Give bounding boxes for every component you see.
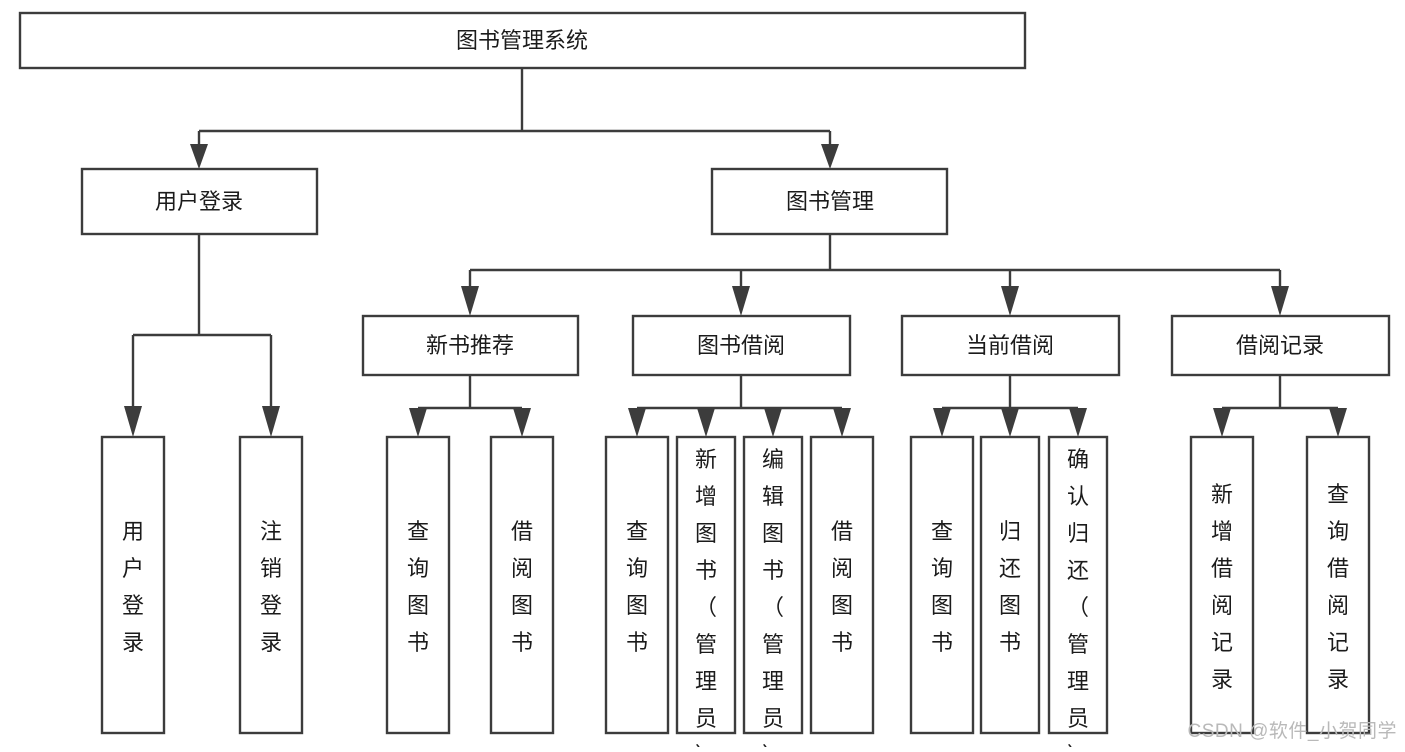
arrowhead-to-new-book-recommend [461, 286, 479, 316]
leaf-borrow-book-1-box[interactable] [489, 435, 555, 735]
arrowhead-to-current-borrow [1001, 286, 1019, 316]
node-new-book-recommend[interactable]: 新书推荐 [361, 314, 580, 377]
leaf-add-borrow-record-label: 新增借阅记录 [1211, 482, 1233, 692]
leaf-logout-login-box[interactable] [238, 435, 304, 735]
arrowhead-leaf-logout-login [262, 406, 280, 437]
leaf-query-book-3[interactable]: 查询图书 [909, 435, 975, 735]
leaf-logout-login[interactable]: 注销登录 [238, 435, 304, 735]
node-user-login[interactable]: 用户登录 [80, 167, 319, 236]
arrowhead-leaf-borrow-book-1 [513, 408, 531, 437]
leaf-borrow-book-1-label: 借阅图书 [511, 519, 533, 655]
leaf-add-book-admin[interactable]: 新增图书（管理员） [675, 435, 737, 752]
leaf-add-borrow-record[interactable]: 新增借阅记录 [1189, 435, 1255, 735]
leaf-query-book-2-label: 查询图书 [626, 519, 648, 655]
connector-layer [124, 68, 1347, 437]
leaf-query-borrow-record[interactable]: 查询借阅记录 [1305, 435, 1371, 735]
arrowhead-leaf-query-book-2 [628, 408, 646, 437]
leaf-query-book-1-box[interactable] [385, 435, 451, 735]
arrowhead-leaf-query-book-1 [409, 408, 427, 437]
leaf-query-borrow-record-box[interactable] [1305, 435, 1371, 735]
leaf-borrow-book-1[interactable]: 借阅图书 [489, 435, 555, 735]
leaf-return-book-box[interactable] [979, 435, 1041, 735]
leaf-query-book-2-box[interactable] [604, 435, 670, 735]
leaf-user-login-label: 用户登录 [122, 519, 144, 655]
node-root-box[interactable] [18, 11, 1027, 70]
csdn-watermark: CSDN @软件_小贺同学 [1187, 721, 1397, 742]
node-current-borrow-label: 当前借阅 [966, 333, 1054, 358]
leaf-return-book[interactable]: 归还图书 [979, 435, 1041, 735]
arrowhead-leaf-add-book-admin [697, 408, 715, 437]
arrowhead-leaf-borrow-book-2 [833, 408, 851, 437]
leaf-return-book-label: 归还图书 [999, 519, 1021, 655]
leaf-edit-book-admin[interactable]: 编辑图书（管理员） [742, 435, 804, 752]
leaf-user-login[interactable]: 用户登录 [100, 435, 166, 735]
leaf-user-login-box[interactable] [100, 435, 166, 735]
arrowhead-to-user-login [190, 144, 208, 169]
arrowhead-leaf-query-borrow-record [1329, 408, 1347, 437]
leaf-borrow-book-2[interactable]: 借阅图书 [809, 435, 875, 735]
node-book-management-label: 图书管理 [786, 189, 874, 214]
node-book-management[interactable]: 图书管理 [710, 167, 949, 236]
leaf-edit-book-admin-box[interactable] [742, 435, 804, 735]
leaf-logout-login-label: 注销登录 [260, 519, 282, 655]
leaf-query-book-2[interactable]: 查询图书 [604, 435, 670, 735]
node-root[interactable]: 图书管理系统 [18, 11, 1027, 70]
arrowhead-leaf-confirm-return-admin [1069, 408, 1087, 437]
leaf-confirm-return-admin-box[interactable] [1047, 435, 1109, 735]
leaf-query-book-1-label: 查询图书 [407, 519, 429, 655]
node-user-login-box[interactable] [80, 167, 319, 236]
leaf-query-book-1[interactable]: 查询图书 [385, 435, 451, 735]
node-borrow-record-label: 借阅记录 [1236, 333, 1324, 358]
leaf-add-borrow-record-box[interactable] [1189, 435, 1255, 735]
node-current-borrow[interactable]: 当前借阅 [900, 314, 1121, 377]
node-book-management-box[interactable] [710, 167, 949, 236]
arrowhead-to-book-management [821, 144, 839, 169]
leaf-add-book-admin-box[interactable] [675, 435, 737, 735]
leaf-query-borrow-record-label: 查询借阅记录 [1327, 482, 1349, 692]
node-root-label: 图书管理系统 [456, 28, 588, 53]
arrowhead-to-borrow-record [1271, 286, 1289, 316]
leaf-confirm-return-admin[interactable]: 确认归还（管理员） [1047, 435, 1109, 752]
leaf-borrow-book-2-label: 借阅图书 [831, 519, 853, 655]
node-book-borrow-box[interactable] [631, 314, 852, 377]
leaf-query-book-3-box[interactable] [909, 435, 975, 735]
node-new-book-recommend-label: 新书推荐 [426, 333, 514, 358]
node-current-borrow-box[interactable] [900, 314, 1121, 377]
node-new-book-recommend-box[interactable] [361, 314, 580, 377]
leaf-query-book-3-label: 查询图书 [931, 519, 953, 655]
node-user-login-label: 用户登录 [155, 189, 243, 214]
node-book-borrow-label: 图书借阅 [697, 333, 785, 358]
node-borrow-record[interactable]: 借阅记录 [1170, 314, 1391, 377]
leaf-borrow-book-2-box[interactable] [809, 435, 875, 735]
arrowhead-leaf-query-book-3 [933, 408, 951, 437]
arrowhead-leaf-user-login [124, 406, 142, 437]
arrowhead-leaf-add-borrow-record [1213, 408, 1231, 437]
node-book-borrow[interactable]: 图书借阅 [631, 314, 852, 377]
arrowhead-leaf-return-book [1001, 408, 1019, 437]
node-borrow-record-box[interactable] [1170, 314, 1391, 377]
arrowhead-leaf-edit-book-admin [764, 408, 782, 437]
arrowhead-to-book-borrow [732, 286, 750, 316]
